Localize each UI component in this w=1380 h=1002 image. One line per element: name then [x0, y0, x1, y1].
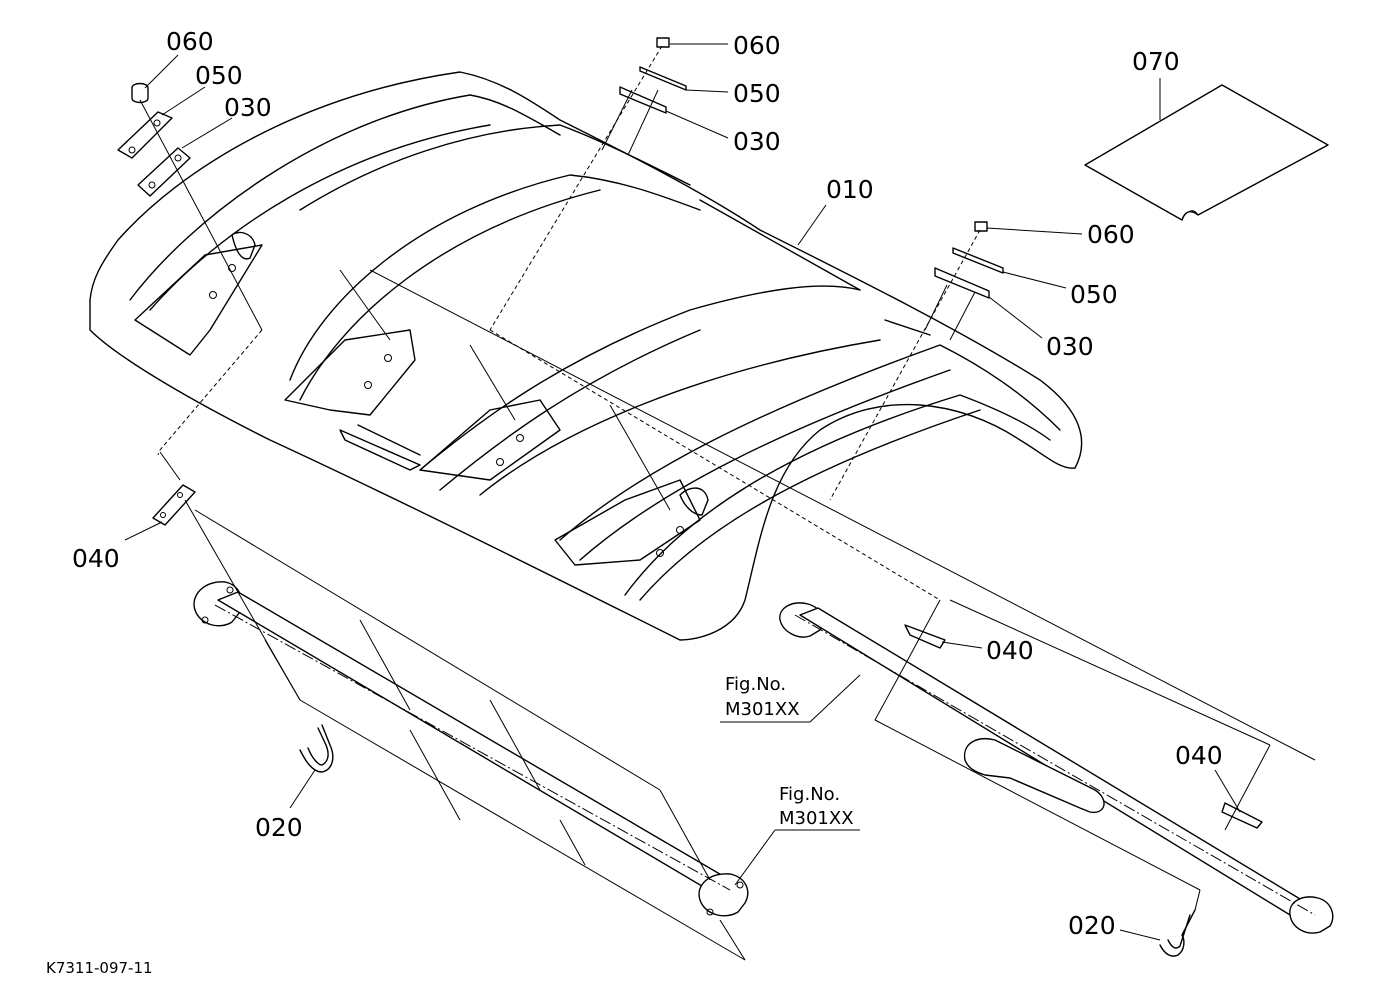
- part-labels: 060 050 030 060 050 030 070 010 060 050 …: [72, 27, 1223, 940]
- hardware-stack-left: [117, 82, 263, 331]
- washer-plate: [952, 247, 1004, 274]
- part-label-020: 020: [1068, 911, 1116, 940]
- figure-references: Fig.No. M301XX Fig.No. M301XX: [725, 674, 854, 829]
- hardware-stack-center: [489, 37, 687, 331]
- nut-icon: [131, 82, 149, 104]
- spacer-plate: [619, 86, 667, 114]
- fig-ref-line2: M301XX: [725, 699, 800, 720]
- part-label-060: 060: [733, 31, 781, 60]
- drawing-code: K7311-097-11: [46, 959, 153, 977]
- part-label-050: 050: [195, 61, 243, 90]
- nut-icon: [656, 37, 670, 48]
- part-label-020: 020: [255, 813, 303, 842]
- part-label-040: 040: [986, 636, 1034, 665]
- part-label-030: 030: [733, 127, 781, 156]
- spacer-plate: [934, 267, 990, 299]
- leader-lines: [124, 43, 1241, 941]
- part-label-060: 060: [166, 27, 214, 56]
- nut-icon: [974, 221, 988, 232]
- part-label-010: 010: [826, 175, 874, 204]
- rail-left: [193, 581, 749, 917]
- fig-ref-line1: Fig.No.: [725, 674, 786, 695]
- spacer-plate: [137, 147, 191, 197]
- part-label-050: 050: [1070, 280, 1118, 309]
- rail-right: [779, 602, 1334, 957]
- brackets: [152, 484, 1263, 829]
- part-label-030: 030: [224, 93, 272, 122]
- part-label-040: 040: [72, 544, 120, 573]
- fig-ref-line1: Fig.No.: [779, 784, 840, 805]
- part-label-040: 040: [1175, 741, 1223, 770]
- hardware-stack-right: [829, 221, 1004, 501]
- fig-ref-line2: M301XX: [779, 808, 854, 829]
- part-label-050: 050: [733, 79, 781, 108]
- assembly-lines: [157, 269, 1316, 961]
- canopy-roof: [89, 71, 1083, 641]
- decal-sheet: [1084, 84, 1329, 221]
- part-label-060: 060: [1087, 220, 1135, 249]
- washer-plate: [117, 111, 173, 159]
- part-label-030: 030: [1046, 332, 1094, 361]
- part-label-070: 070: [1132, 47, 1180, 76]
